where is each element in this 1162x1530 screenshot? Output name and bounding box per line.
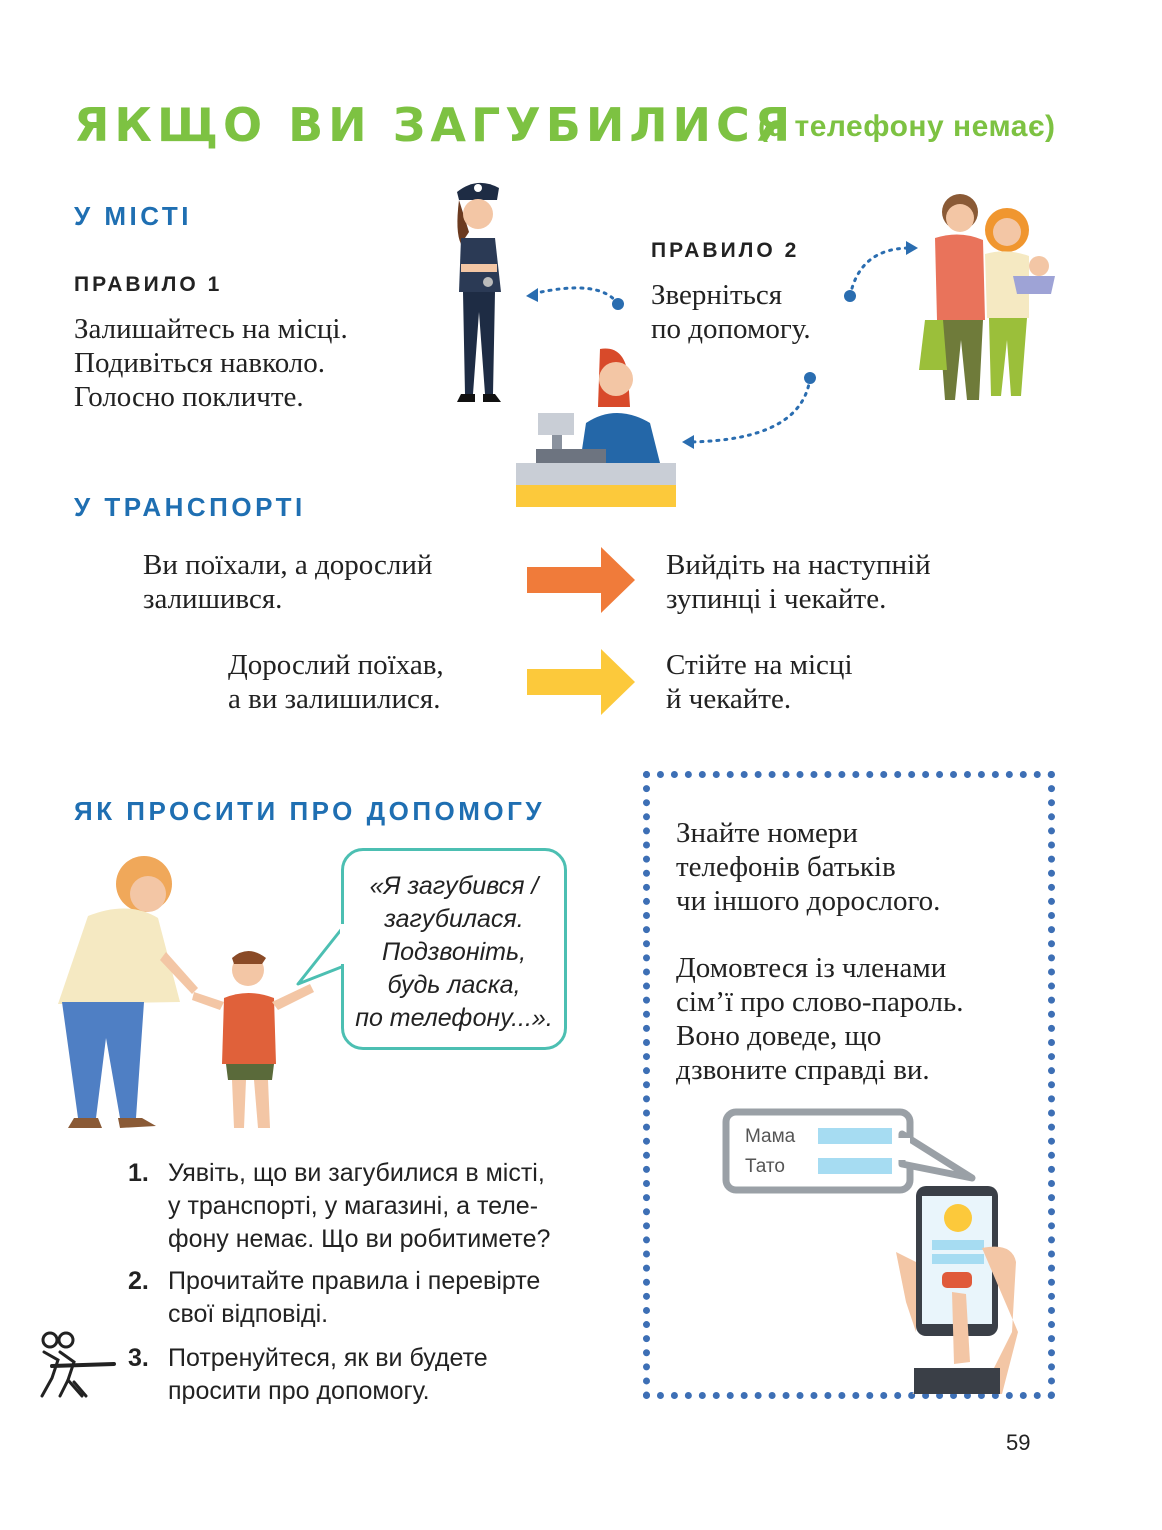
- section-heading-transport: У ТРАНСПОРТІ: [74, 492, 306, 522]
- family-illustration: [919, 194, 1055, 400]
- woman-and-child-illustration: [58, 856, 314, 1128]
- transport-situation-2: Дорослий поїхав, а ви залишилися.: [228, 649, 444, 715]
- task-2: 2. Прочитайте правила і перевірте свої в…: [128, 1267, 541, 1328]
- section-heading-help: ЯК ПРОСИТИ ПРО ДОПОМОГУ: [74, 796, 546, 826]
- section-heading-city: У МІСТІ: [74, 201, 193, 231]
- arrow-right-icon: [527, 547, 635, 613]
- speech-bubble-text: «Я загубився / загубилася. Подзвоніть, б…: [355, 872, 553, 1032]
- teamwork-icon: [40, 1331, 116, 1398]
- task-3: 3. Потренуйтеся, як ви будете просити пр…: [128, 1344, 488, 1405]
- phone-in-hand-illustration: [896, 1186, 1018, 1394]
- contact-name-dad: Тато: [745, 1156, 785, 1177]
- arrow-right-icon: [527, 649, 635, 715]
- rule-2-text: Зверніться по допомогу.: [651, 279, 811, 345]
- rule-2-label: ПРАВИЛО 2: [651, 239, 800, 262]
- transport-action-2: Стійте на місці й чекайте.: [666, 649, 853, 715]
- page-title: ЯКЩО ВИ ЗАГУБИЛИСЯ: [74, 98, 796, 152]
- speech-bubble: [341, 848, 567, 1050]
- task-number: 1.: [128, 1159, 149, 1187]
- page-subtitle: (а телефону немає): [758, 110, 1056, 143]
- police-officer-illustration: [457, 182, 501, 402]
- tip-paragraph-1: Знайте номери телефонів батьків чи іншог…: [676, 817, 941, 917]
- tip-box: [643, 771, 1055, 1399]
- contact-card: [722, 1108, 976, 1194]
- tip-paragraph-2: Домовтеся із членами сім’ї про слово-пар…: [676, 952, 964, 1086]
- contact-name-mom: Мама: [745, 1126, 796, 1147]
- page-number: 59: [1006, 1430, 1031, 1455]
- transport-action-1: Вийдіть на наступній зупинці і чекайте.: [666, 549, 931, 615]
- rule-1-text: Залишайтесь на місці. Подивіться навколо…: [74, 313, 348, 413]
- rule-1-label: ПРАВИЛО 1: [74, 273, 223, 296]
- cashier-desk-illustration: [516, 348, 676, 507]
- task-number: 3.: [128, 1344, 149, 1372]
- speech-bubble-joint: [340, 924, 346, 964]
- connector-arrows: [526, 241, 918, 449]
- transport-situation-1: Ви поїхали, а дорослий залишився.: [143, 549, 433, 615]
- task-number: 2.: [128, 1267, 149, 1295]
- task-1: 1. Уявіть, що ви загубилися в місті, у т…: [128, 1159, 551, 1253]
